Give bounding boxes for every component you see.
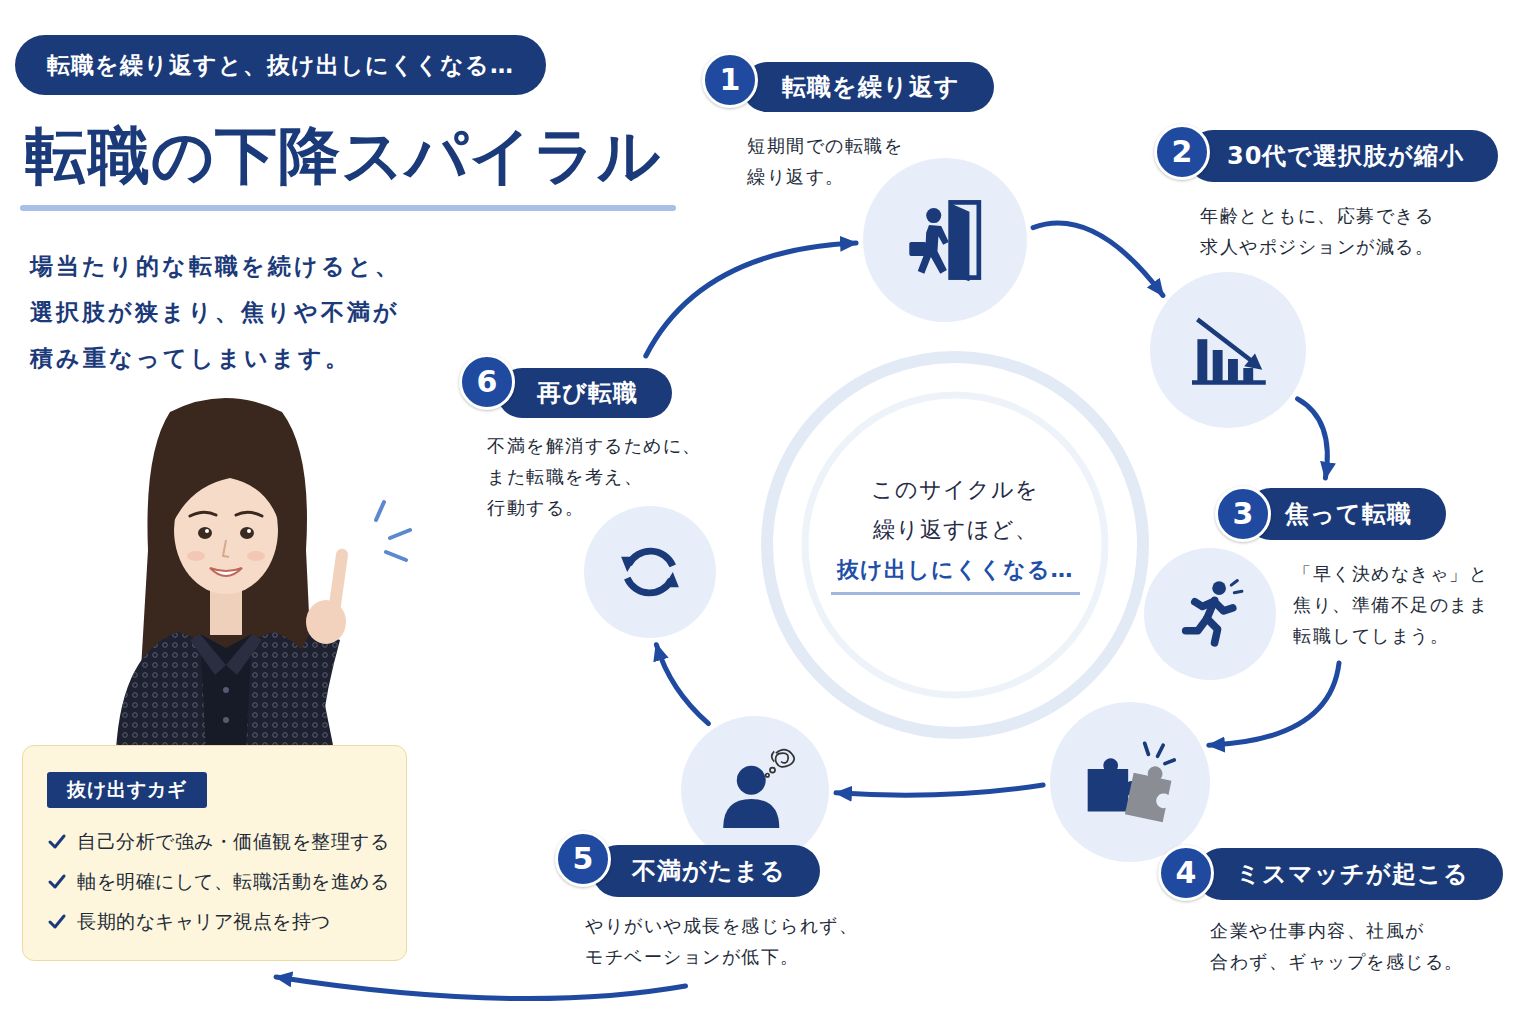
center-rings (767, 357, 1143, 733)
cycle-arrow (1033, 223, 1163, 295)
step-heading-pill: 再び転職 (497, 368, 672, 418)
intro-text: 場当たり的な転職を続けると、 選択肢が狭まり、焦りや不満が 積み重なってしまいま… (30, 243, 410, 381)
step-node: ミスマッチが起こる 4 企業や仕事内容、社風が 合わず、ギャップを感じる。 (1050, 702, 1503, 977)
check-mark (47, 832, 67, 852)
step-heading: 30代で選択肢が縮小 (1227, 140, 1464, 172)
band-text: 転職を繰り返すと、抜け出しにくくなる… (47, 50, 514, 81)
step-icon (1183, 305, 1273, 395)
step-heading-pill: 焦って転職 (1245, 488, 1446, 540)
cycle-arrow (276, 977, 685, 999)
icon-circle (1150, 272, 1306, 428)
callout-number: 1 (720, 65, 741, 95)
step-description: 「早く決めなきゃ」と 焦り、準備不足のまま 転職してしまう。 (1293, 558, 1502, 651)
step-heading-pill: 30代で選択肢が縮小 (1187, 130, 1498, 182)
step-heading: 焦って転職 (1285, 498, 1412, 530)
icon-circle (584, 506, 716, 638)
step-icon (1084, 736, 1176, 828)
center-text: このサイクルを 繰り返すほど、 (865, 470, 1045, 550)
callout-number: 2 (1172, 137, 1193, 167)
icon-circle (863, 158, 1027, 322)
step-heading-pill: ミスマッチが起こる (1196, 848, 1503, 900)
step-node: 不満がたまる 5 やりがいや成長を感じられず、 モチベーションが低下。 (555, 716, 872, 972)
step-number-badge: 5 (555, 831, 611, 887)
step-node: 30代で選択肢が縮小 2 年齢とともに、応募できる 求人やポジションが減る。 (1150, 124, 1499, 428)
callout-number: 3 (1233, 499, 1254, 529)
step-description: 不満を解消するために、 また転職を考え、 行動する。 (487, 430, 716, 523)
step-heading: 不満がたまる (632, 855, 786, 887)
step-description: 企業や仕事内容、社風が 合わず、ギャップを感じる。 (1210, 915, 1478, 977)
cycle-arrow (836, 785, 1043, 795)
step-node: 焦って転職 3 「早く決めなきゃ」と 焦り、準備不足のまま 転職してしまう。 (1144, 486, 1502, 680)
cycle-arrow (646, 243, 856, 356)
step-number-badge: 6 (459, 354, 515, 410)
step-icon (1172, 576, 1248, 652)
step-icon (898, 193, 992, 287)
title-underline (20, 205, 676, 211)
key-point-text: 自己分析で強み・価値観を整理する (77, 829, 389, 855)
step-number-badge: 4 (1158, 845, 1214, 901)
icon-circle (1144, 548, 1276, 680)
step-description: やりがいや成長を感じられず、 モチベーションが低下。 (585, 910, 872, 972)
step-description: 短期間での転職を 繰り返す。 (747, 130, 917, 192)
check-mark (47, 912, 67, 932)
title: 転職の下降スパイラル (25, 114, 661, 198)
step-heading-pill: 不満がたまる (592, 845, 820, 897)
woman-figure (116, 398, 410, 750)
step-number-badge: 2 (1154, 124, 1210, 180)
step-heading-pill: 転職を繰り返す (742, 62, 994, 112)
step-number-badge: 3 (1215, 486, 1271, 542)
center-message: このサイクルを 繰り返すほど、抜け出しにくくなる… (805, 470, 1105, 595)
header-band: 転職を繰り返すと、抜け出しにくくなる… (15, 35, 546, 95)
step-heading: 転職を繰り返す (782, 71, 960, 103)
step-heading: ミスマッチが起こる (1236, 858, 1469, 890)
step-heading: 再び転職 (537, 377, 638, 409)
key-point-row: 自己分析で強み・価値観を整理する (47, 822, 388, 862)
cycle-arrow (1298, 399, 1328, 478)
icon-circle (681, 716, 829, 864)
step-description: 年齢とともに、応募できる 求人やポジションが減る。 (1200, 200, 1448, 262)
step-icon (612, 534, 688, 610)
step-number-badge: 1 (702, 52, 758, 108)
key-points-box: 抜け出すカギ自己分析で強み・価値観を整理する軸を明確にして、転職活動を進める長期… (22, 745, 407, 961)
callout-number: 4 (1176, 858, 1197, 888)
step-node: 転職を繰り返す 1 短期間での転職を 繰り返す。 (702, 52, 1027, 322)
icon-circle (1050, 702, 1210, 862)
center-emphasis: 抜け出しにくくなる… (831, 552, 1080, 595)
check-mark (47, 872, 67, 892)
key-point-text: 長期的なキャリア視点を持つ (77, 909, 331, 935)
callout-number: 5 (573, 844, 594, 874)
key-point-text: 軸を明確にして、転職活動を進める (77, 869, 389, 895)
cycle-arrow (656, 645, 708, 724)
step-icon (713, 748, 798, 833)
key-points-heading: 抜け出すカギ (47, 772, 207, 808)
step-node: 再び転職 6 不満を解消するために、 また転職を考え、 行動する。 (459, 354, 716, 638)
key-point-row: 長期的なキャリア視点を持つ (47, 902, 388, 942)
key-point-row: 軸を明確にして、転職活動を進める (47, 862, 388, 902)
callout-number: 6 (477, 367, 498, 397)
